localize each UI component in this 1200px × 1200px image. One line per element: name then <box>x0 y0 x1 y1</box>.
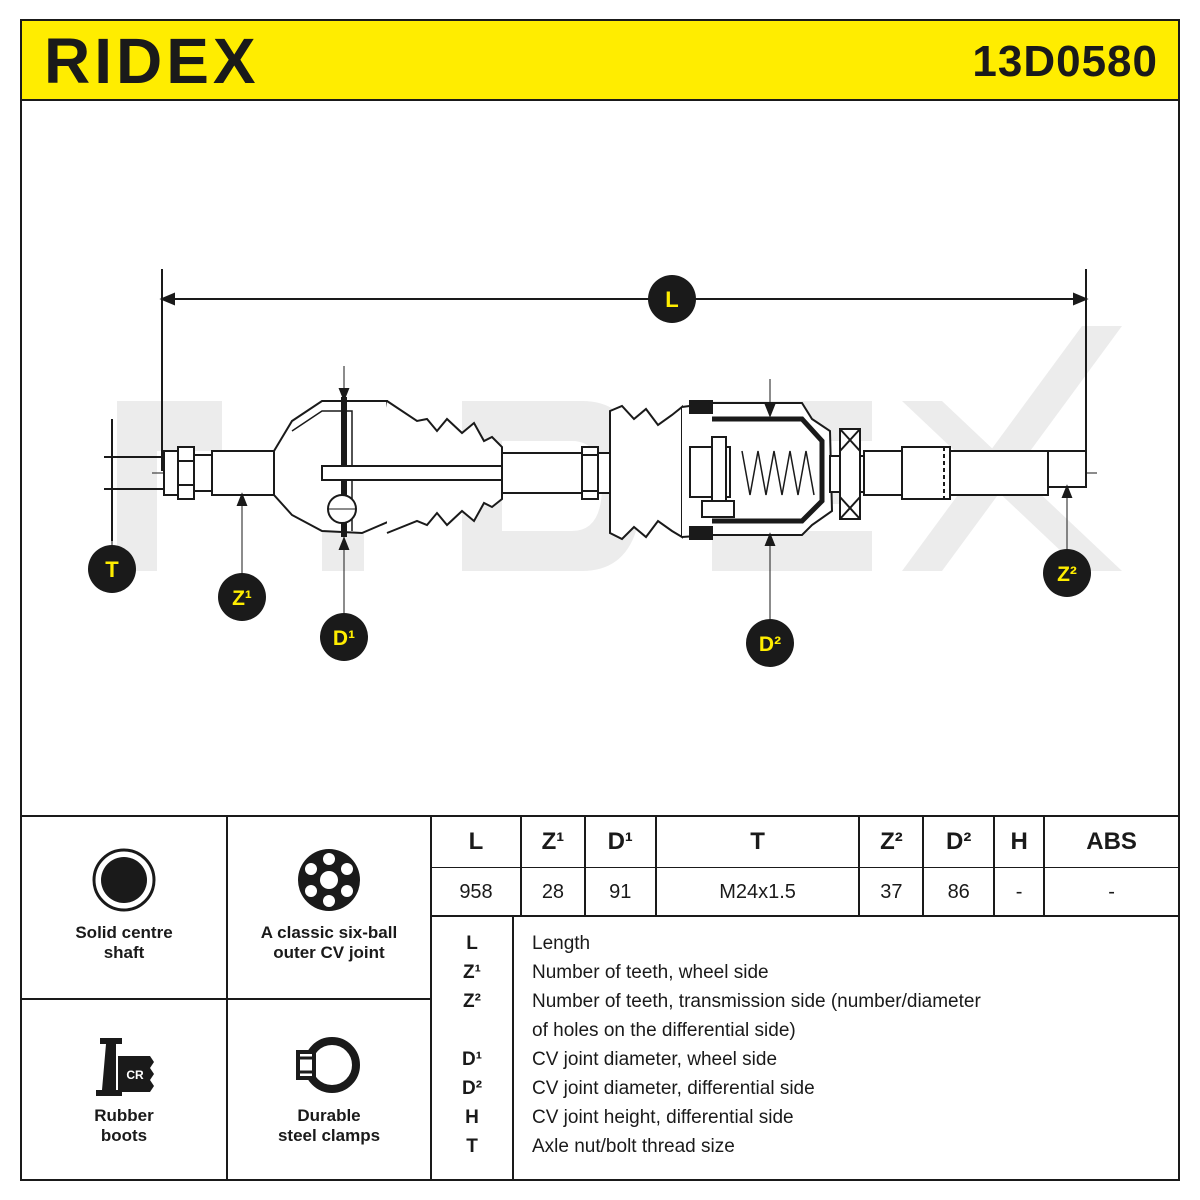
spec-value: - <box>994 867 1046 916</box>
rubber-boot-icon: CR <box>92 1034 156 1103</box>
legend-text: CV joint diameter, differential side <box>532 1078 815 1099</box>
legend-symbol: Z¹ <box>463 962 481 983</box>
callout-D2-text: D² <box>759 633 781 656</box>
feature-label-line1: Rubber <box>94 1106 154 1125</box>
six-ball-joint-icon <box>296 847 362 918</box>
legend: L Length Z¹ Number of teeth, wheel side … <box>432 917 1178 1179</box>
legend-row: of holes on the differential side) <box>432 1016 1178 1045</box>
spec-value-row: 958 28 91 M24x1.5 37 86 - - <box>432 867 1178 916</box>
callout-Z2: Z² <box>1043 549 1091 597</box>
spec-header: D¹ <box>584 817 657 868</box>
part-number: 13D0580 <box>972 37 1158 86</box>
spec-value: 91 <box>584 867 657 916</box>
feature-label-line2: boots <box>100 1126 148 1145</box>
legend-text: CV joint height, differential side <box>532 1107 794 1128</box>
legend-row: D² CV joint diameter, differential side <box>432 1074 1178 1103</box>
spec-value: 958 <box>432 867 523 916</box>
legend-text: CV joint diameter, wheel side <box>532 1049 778 1070</box>
spec-header-row: L Z¹ D¹ T Z² D² H ABS <box>432 817 1178 868</box>
legend-text: Length <box>532 933 591 954</box>
feature-solid-shaft: Solid centre shaft <box>22 817 228 1000</box>
legend-row: Z² Number of teeth, transmission side (n… <box>432 987 1178 1016</box>
legend-row: L Length <box>432 929 1178 958</box>
spec-table: L Z¹ D¹ T Z² D² H ABS 958 28 91 M24x1.5 … <box>432 817 1178 916</box>
product-sheet: RIDEX 13D0580 <box>20 19 1180 1181</box>
callout-L-text: L <box>665 287 678 312</box>
callout-T: T <box>88 545 136 593</box>
legend-row: T Axle nut/bolt thread size <box>432 1132 1178 1161</box>
legend-divider <box>512 917 514 1179</box>
spec-value: - <box>1108 880 1115 903</box>
feature-label-line2: shaft <box>103 943 145 962</box>
spec-header: ABS <box>1044 817 1178 868</box>
feature-label-line1: Durable <box>297 1106 361 1125</box>
legend-row: Z¹ Number of teeth, wheel side <box>432 958 1178 987</box>
feature-label-line2: steel clamps <box>277 1126 381 1145</box>
callout-Z2-text: Z² <box>1057 563 1077 586</box>
steel-clamp-icon <box>294 1034 364 1101</box>
legend-symbol: D² <box>461 1078 483 1099</box>
callout-D1-text: D¹ <box>333 627 355 650</box>
spec-value: M24x1.5 <box>655 867 861 916</box>
legend-symbol: Z² <box>463 991 481 1012</box>
legend-text: Number of teeth, transmission side (numb… <box>532 991 981 1012</box>
spec-header: D² <box>923 817 996 868</box>
legend-symbol: H <box>465 1107 479 1128</box>
spec-header: H <box>994 817 1046 868</box>
feature-rubber-boots: CR Rubber boots <box>22 1000 228 1179</box>
legend-text: Number of teeth, wheel side <box>532 962 769 983</box>
callout-D1: D¹ <box>320 613 368 661</box>
spec-divider <box>432 915 1178 917</box>
callout-T-text: T <box>105 557 119 582</box>
feature-label-line1: A classic six-ball <box>260 923 398 942</box>
legend-row: D¹ CV joint diameter, wheel side <box>432 1045 1178 1074</box>
brand-logo: RIDEX <box>44 25 314 98</box>
spec-header: Z² <box>859 817 925 868</box>
technical-drawing: L T Z¹ D¹ D² Z² <box>22 101 1178 815</box>
legend-text: of holes on the differential side) <box>532 1020 796 1041</box>
solid-shaft-icon <box>91 847 157 918</box>
legend-symbol: D¹ <box>461 1049 483 1070</box>
legend-symbol: L <box>466 933 478 954</box>
brand-name: RIDEX <box>44 27 260 93</box>
feature-label-line1: Solid centre <box>75 923 173 942</box>
spec-value: 37 <box>859 867 925 916</box>
feature-label-line2: outer CV joint <box>273 943 385 962</box>
spec-header: Z¹ <box>521 817 586 868</box>
legend-text: Axle nut/bolt thread size <box>532 1136 735 1157</box>
legend-symbol: T <box>466 1136 478 1157</box>
spec-value: 28 <box>521 867 586 916</box>
info-panel: Solid centre shaft A classic six-ball ou… <box>22 815 1178 1179</box>
callout-L: L <box>648 275 696 323</box>
callout-D2: D² <box>746 619 794 667</box>
callout-Z1: Z¹ <box>218 573 266 621</box>
spec-header: T <box>655 817 861 868</box>
header-bar: RIDEX 13D0580 <box>22 21 1178 101</box>
cr-badge: CR <box>126 1068 144 1082</box>
legend-row: H CV joint height, differential side <box>432 1103 1178 1132</box>
callout-Z1-text: Z¹ <box>232 587 252 610</box>
spec-header: L <box>432 817 523 868</box>
feature-six-ball-joint: A classic six-ball outer CV joint <box>228 817 432 1000</box>
spec-value: 86 <box>923 867 996 916</box>
feature-steel-clamps: Durable steel clamps <box>228 1000 432 1179</box>
